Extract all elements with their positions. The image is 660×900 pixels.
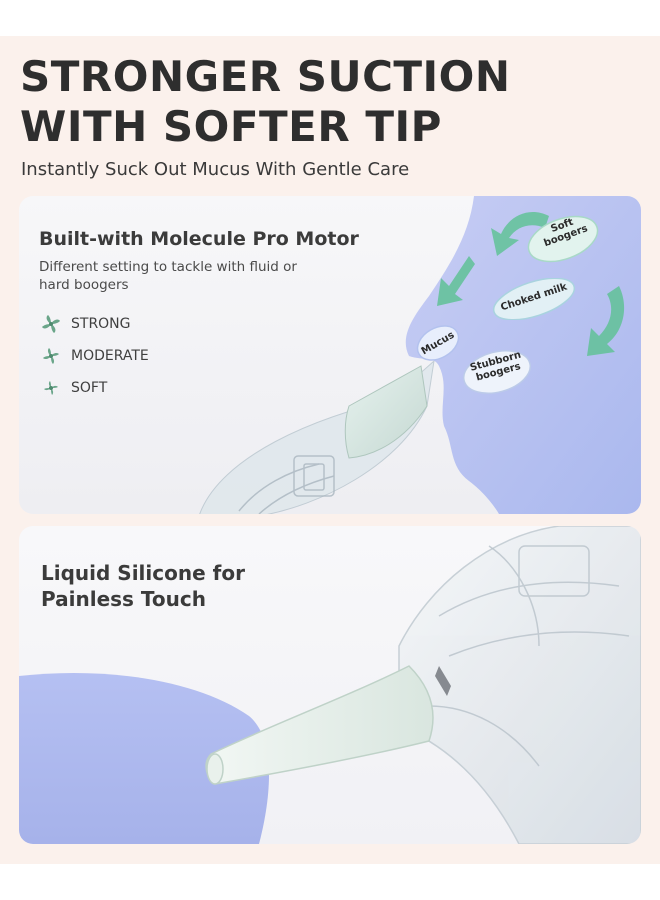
mode-moderate-label: MODERATE [71,348,149,364]
mode-soft-label: SOFT [71,380,108,396]
headline-subtitle: Instantly Suck Out Mucus With Gentle Car… [21,159,410,180]
mode-soft: SOFT [39,376,107,400]
tip-card-title: Liquid Silicone for Painless Touch [41,561,245,611]
motor-card-title: Built-with Molecule Pro Motor [39,228,359,250]
mode-moderate: MODERATE [39,344,149,368]
mode-strong-label: STRONG [71,316,131,332]
silicone-tip-illustration [19,526,641,844]
fan-moderate-icon [43,348,59,364]
headline-line-2: WITH SOFTER TIP [20,102,442,151]
aspirator-nozzle-image [199,359,435,514]
bubble-choked-icon [492,278,576,320]
motor-card: Built-with Molecule Pro Motor Different … [19,196,641,514]
bubble-soft-icon [527,215,599,263]
motor-card-description: Different setting to tackle with fluid o… [39,259,297,293]
headline-line-1: STRONGER SUCTION [20,52,511,101]
fan-strong-icon [42,315,60,333]
mode-strong: STRONG [39,312,131,336]
headline: STRONGER SUCTION WITH SOFTER TIP [20,52,540,152]
bubble-mucus-icon [416,325,460,361]
bubble-stubborn-icon [463,350,531,394]
fan-soft-icon [44,381,58,395]
tip-card: Liquid Silicone for Painless Touch [19,526,641,844]
promo-canvas: STRONGER SUCTION WITH SOFTER TIP Instant… [0,36,660,864]
